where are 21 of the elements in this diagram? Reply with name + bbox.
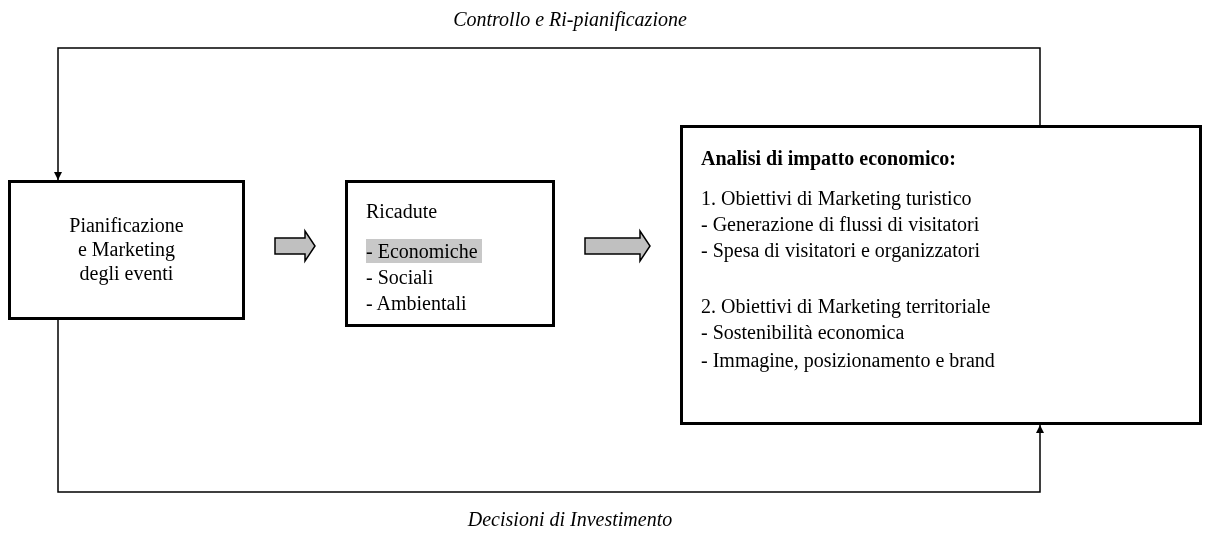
block-arrow [584,228,651,264]
list-item: - Economiche [366,239,482,263]
process-box [345,180,555,327]
list-item: - Sociali [366,265,434,289]
list-item: - Generazione di flussi di visitatori [701,212,980,236]
list-item: - Sostenibilità economica [701,320,905,344]
list-item: - Immagine, posizionamento e brand [701,348,995,372]
list-item: - Spesa di visitatori e organizzatori [701,238,980,262]
edge-label: Controllo e Ri-pianificazione [453,8,687,31]
list-item: 1. Obiettivi di Marketing turistico [701,186,972,210]
list-item: - Ambientali [366,291,467,315]
arrow [54,47,1041,181]
list-item: 2. Obiettivi di Marketing territoriale [701,294,991,318]
node-heading: Ricadute [366,199,438,223]
arrow [57,319,1044,493]
process-box [8,180,245,320]
block-arrow [274,228,316,264]
node-heading: Analisi di impatto economico: [701,146,956,170]
edge-label: Decisioni di Investimento [467,508,673,531]
process-box [680,125,1202,425]
node-label: Pianificazione e Marketing degli eventi [68,213,185,285]
